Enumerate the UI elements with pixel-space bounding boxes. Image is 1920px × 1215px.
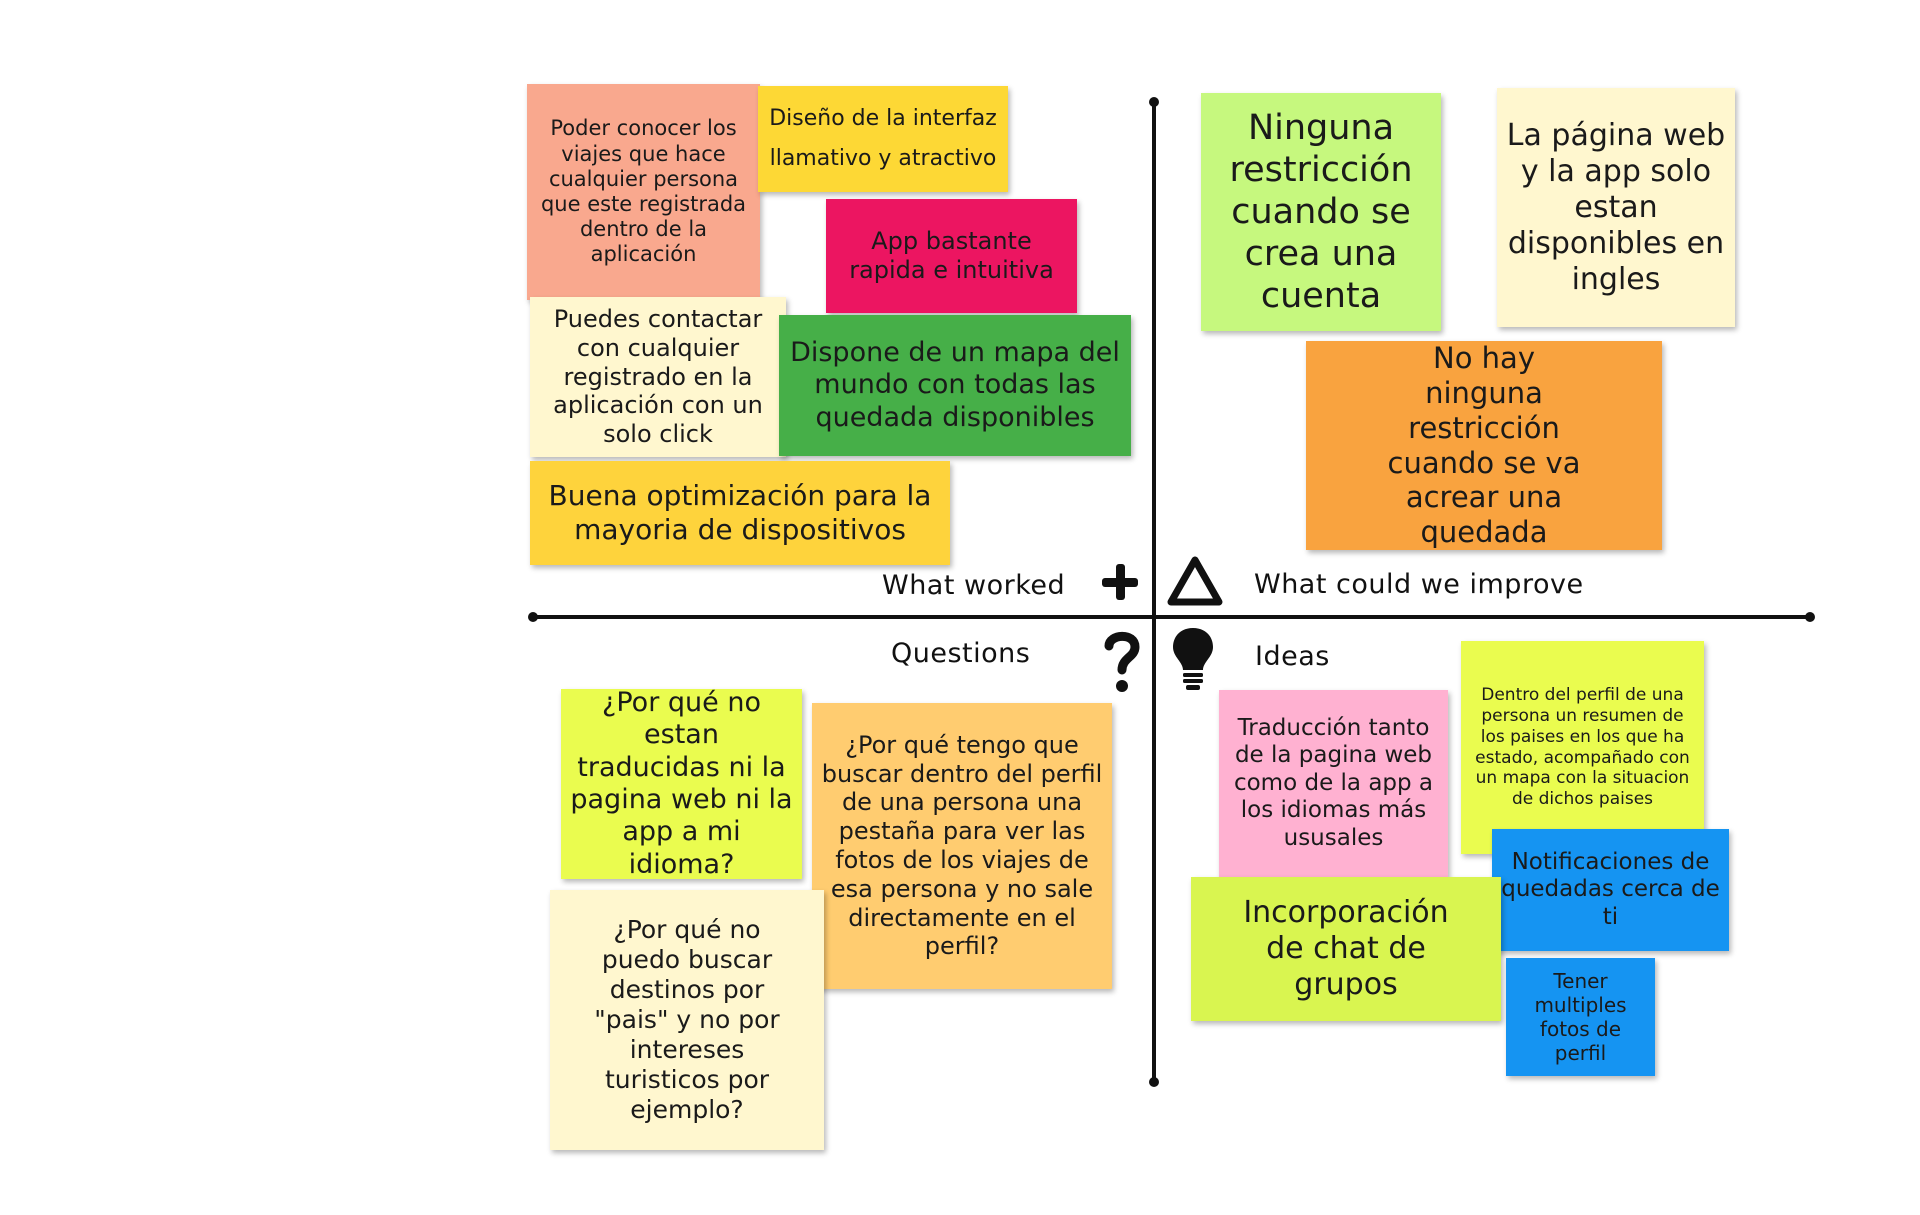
sticky-note[interactable]: ¿Por qué tengo que buscar dentro del per… — [812, 703, 1112, 989]
sticky-note-text: ¿Por qué no puedo buscar destinos por "p… — [594, 915, 780, 1124]
plus-icon — [1102, 564, 1138, 600]
sticky-note[interactable]: Traducción tanto de la pagina web como d… — [1219, 690, 1448, 877]
sticky-note[interactable]: Puedes contactar con cualquier registrad… — [530, 297, 786, 457]
question-mark-icon — [1104, 631, 1140, 692]
sticky-note[interactable]: Dispone de un mapa del mundo con todas l… — [779, 315, 1131, 456]
horizontal-axis-left-dot — [528, 612, 538, 622]
lightbulb-icon — [1173, 628, 1213, 690]
delta-triangle-icon — [1167, 556, 1223, 606]
sticky-note-text: No hay ninguna restricción cuando se va … — [1387, 341, 1581, 550]
sticky-note-text: Tener multiples fotos de perfil — [1534, 969, 1627, 1065]
sticky-note-text: Traducción tanto de la pagina web como d… — [1233, 714, 1434, 851]
sticky-note[interactable]: Ninguna restricción cuando se crea una c… — [1201, 93, 1441, 331]
sticky-note-text: Dispone de un mapa del mundo con todas l… — [790, 336, 1120, 433]
sticky-note[interactable]: Tener multiples fotos de perfil — [1506, 958, 1655, 1076]
sticky-note[interactable]: Poder conocer los viajes que hace cualqu… — [527, 84, 760, 300]
sticky-note-text: App bastante rapida e intuitiva — [849, 227, 1054, 284]
vertical-axis-top-dot — [1149, 97, 1159, 107]
sticky-note[interactable]: Diseño de la interfaz llamativo y atract… — [758, 86, 1008, 192]
sticky-note[interactable]: Buena optimización para la mayoria de di… — [530, 461, 950, 565]
horizontal-axis-right-dot — [1805, 612, 1815, 622]
sticky-note-text: Diseño de la interfaz llamativo y atract… — [769, 106, 997, 171]
sticky-note-text: Dentro del perfil de una persona un resu… — [1475, 685, 1690, 809]
vertical-axis-bottom-dot — [1149, 1077, 1159, 1087]
sticky-note[interactable]: No hay ninguna restricción cuando se va … — [1306, 341, 1662, 550]
sticky-note-text: Puedes contactar con cualquier registrad… — [553, 305, 763, 449]
quadrant-label-ideas: Ideas — [1255, 641, 1330, 672]
sticky-note[interactable]: ¿Por qué no estan traducidas ni la pagin… — [561, 689, 802, 879]
sticky-note[interactable]: Incorporación de chat de grupos — [1191, 877, 1501, 1021]
sticky-note-text: Poder conocer los viajes que hace cualqu… — [540, 116, 747, 267]
sticky-note[interactable]: La página web y la app solo estan dispon… — [1497, 88, 1735, 327]
sticky-note[interactable]: Dentro del perfil de una persona un resu… — [1461, 641, 1704, 854]
sticky-note-text: La página web y la app solo estan dispon… — [1506, 117, 1726, 297]
quadrant-label-what-worked: What worked — [882, 570, 1066, 601]
quadrant-label-questions: Questions — [891, 638, 1031, 669]
sticky-note-text: Notificaciones de quedadas cerca de ti — [1501, 848, 1720, 930]
sticky-note[interactable]: Notificaciones de quedadas cerca de ti — [1492, 829, 1729, 951]
sticky-note[interactable]: ¿Por qué no puedo buscar destinos por "p… — [550, 890, 824, 1150]
sticky-note-text: Incorporación de chat de grupos — [1243, 895, 1449, 1002]
quadrant-label-what-could-we-improve: What could we improve — [1254, 569, 1584, 600]
sticky-note-text: Buena optimización para la mayoria de di… — [548, 479, 932, 546]
sticky-note-text: ¿Por qué no estan traducidas ni la pagin… — [570, 689, 793, 879]
sticky-note[interactable]: App bastante rapida e intuitiva — [826, 199, 1077, 313]
sticky-note-text: ¿Por qué tengo que buscar dentro del per… — [821, 730, 1103, 961]
sticky-note-text: Ninguna restricción cuando se crea una c… — [1229, 108, 1413, 316]
